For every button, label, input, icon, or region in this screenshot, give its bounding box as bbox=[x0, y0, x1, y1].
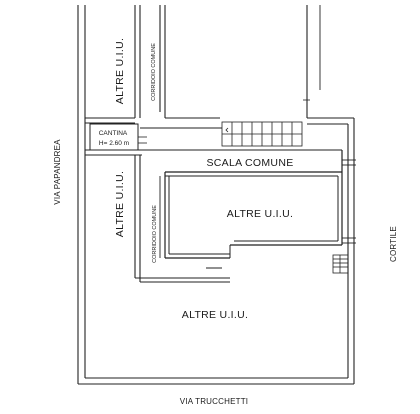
room-label-altre-top-left: ALTRE U.I.U. bbox=[114, 38, 126, 104]
staircase bbox=[221, 121, 303, 147]
room-label-altre-bottom: ALTRE U.I.U. bbox=[182, 309, 248, 321]
room-label-corridoio-upper: CORRIDOIO COMUNE bbox=[151, 43, 157, 101]
street-label-bottom: VIA TRUCCHETTI bbox=[180, 397, 248, 406]
corridor-upper bbox=[140, 5, 222, 129]
room-label-altre-center: ALTRE U.I.U. bbox=[227, 208, 293, 220]
room-label-corridoio-lower: CORRIDOIO COMUNE bbox=[152, 205, 158, 263]
room-label-scala-comune: SCALA COMUNE bbox=[206, 157, 293, 169]
unit-mid-left bbox=[134, 155, 230, 283]
central-unit bbox=[142, 149, 356, 269]
external-area-top-right bbox=[303, 5, 321, 118]
room-label-altre-mid-left: ALTRE U.I.U. bbox=[114, 171, 126, 237]
room-label-cantina: CANTINA bbox=[99, 130, 128, 137]
street-label-left: VIA PAPANDREA bbox=[53, 139, 62, 205]
unit-top-left bbox=[85, 5, 141, 124]
street-label-right: CORTILE bbox=[389, 226, 398, 262]
room-label-cantina-height: H= 2.60 m bbox=[99, 140, 129, 147]
outer-walls bbox=[77, 5, 355, 385]
cortile-steps bbox=[332, 254, 349, 274]
cantina-room bbox=[85, 123, 147, 156]
